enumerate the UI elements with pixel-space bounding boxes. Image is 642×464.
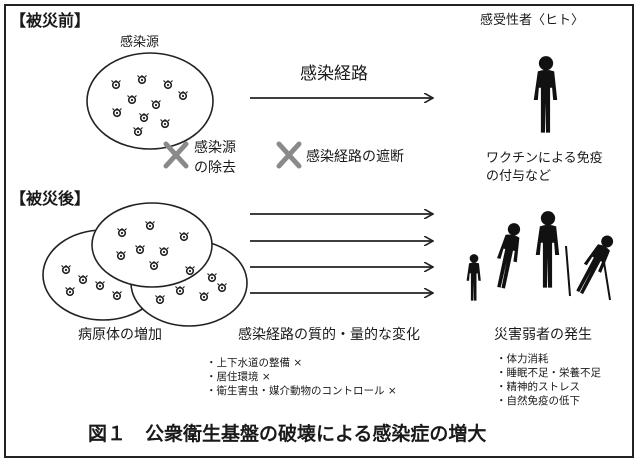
- figure-caption: 図１ 公衆衛生基盤の破壊による感染症の増大: [88, 423, 487, 445]
- route-change-label: 感染経路の質的・量的な変化: [238, 327, 420, 343]
- pathogen-blob: [91, 202, 213, 288]
- person-icon: [533, 56, 558, 133]
- list-item: ・睡眠不足・栄養不足: [496, 367, 601, 379]
- vulnerable-list: ・体力消耗 ・睡眠不足・栄養不足 ・精神的ストレス ・自然免疫の低下: [496, 352, 601, 408]
- section-after-title: 【被災後】: [10, 189, 91, 208]
- host-label: 感受性者〈ヒト〉: [480, 13, 585, 28]
- route-label: 感染経路: [300, 64, 368, 84]
- person-icon: [466, 211, 619, 301]
- pathogen-label: 病原体の増加: [78, 327, 162, 343]
- list-item: ・体力消耗: [496, 353, 549, 365]
- section-before-title: 【被災前】: [10, 11, 91, 30]
- route-change-list: ・上下水道の整備 × ・居住環境 × ・衛生害虫・媒介動物のコントロール ×: [206, 356, 397, 398]
- measure-source-label: 感染源 の除去: [194, 140, 236, 176]
- list-item: ・自然免疫の低下: [496, 395, 580, 407]
- source-blob: [86, 52, 214, 150]
- cross-icon: [163, 141, 189, 169]
- list-item: ・上下水道の整備 ×: [206, 357, 303, 369]
- cross-icon: [276, 141, 302, 169]
- list-item: ・居住環境 ×: [206, 371, 271, 383]
- vulnerable-label: 災害弱者の発生: [494, 327, 592, 343]
- arrow-icon: [250, 214, 432, 293]
- measure-host-label: ワクチンによる免疫 の付与など: [486, 151, 603, 184]
- list-item: ・衛生害虫・媒介動物のコントロール ×: [206, 385, 397, 397]
- figure-frame: [4, 4, 634, 458]
- source-label: 感染源: [120, 35, 160, 50]
- measure-route-label: 感染経路の遮断: [306, 149, 404, 165]
- list-item: ・精神的ストレス: [496, 381, 580, 393]
